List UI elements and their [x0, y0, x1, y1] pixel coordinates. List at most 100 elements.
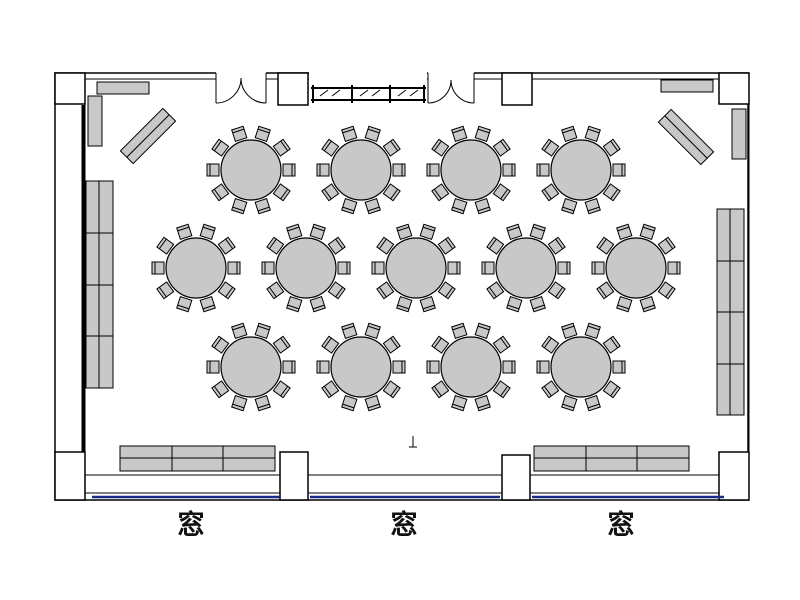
round-table-r3-3[interactable]	[426, 322, 516, 412]
chair[interactable]	[541, 138, 560, 157]
chair[interactable]	[561, 197, 578, 215]
chair[interactable]	[451, 394, 468, 412]
chair[interactable]	[272, 138, 291, 157]
chair[interactable]	[492, 380, 511, 399]
chair[interactable]	[431, 138, 450, 157]
chair[interactable]	[584, 197, 601, 215]
chair[interactable]	[341, 125, 358, 143]
chair[interactable]	[561, 394, 578, 412]
chair[interactable]	[657, 236, 676, 255]
chair[interactable]	[382, 183, 401, 202]
chair[interactable]	[364, 197, 381, 215]
chair[interactable]	[217, 236, 236, 255]
chair[interactable]	[529, 295, 546, 313]
chair[interactable]	[561, 322, 578, 340]
counter-right-vertical[interactable]	[731, 108, 747, 160]
counter-top-left[interactable]	[96, 81, 150, 95]
chair[interactable]	[616, 223, 633, 241]
chair[interactable]	[382, 138, 401, 157]
chair[interactable]	[396, 295, 413, 313]
chair[interactable]	[376, 281, 395, 300]
round-table-r3-1[interactable]	[206, 322, 296, 412]
chair[interactable]	[502, 360, 516, 374]
round-table-r2-4[interactable]	[481, 223, 571, 313]
chair[interactable]	[321, 183, 340, 202]
chair[interactable]	[364, 125, 381, 143]
chair[interactable]	[547, 236, 566, 255]
chair[interactable]	[266, 281, 285, 300]
chair[interactable]	[451, 125, 468, 143]
chair[interactable]	[254, 125, 271, 143]
chair[interactable]	[451, 322, 468, 340]
chair[interactable]	[231, 125, 248, 143]
chair[interactable]	[437, 281, 456, 300]
chair[interactable]	[616, 295, 633, 313]
table-top[interactable]	[330, 336, 392, 398]
chair[interactable]	[502, 163, 516, 177]
chair[interactable]	[474, 125, 491, 143]
chair[interactable]	[364, 394, 381, 412]
door-swing-right[interactable]	[240, 77, 267, 104]
round-table-r3-4[interactable]	[536, 322, 626, 412]
chair[interactable]	[176, 223, 193, 241]
chair[interactable]	[286, 295, 303, 313]
chair[interactable]	[431, 335, 450, 354]
chair[interactable]	[596, 281, 615, 300]
chair[interactable]	[584, 125, 601, 143]
chair[interactable]	[474, 322, 491, 340]
chair[interactable]	[316, 360, 330, 374]
round-table-r1-3[interactable]	[426, 125, 516, 215]
chair[interactable]	[474, 197, 491, 215]
chair[interactable]	[231, 322, 248, 340]
chair[interactable]	[382, 335, 401, 354]
chair[interactable]	[211, 183, 230, 202]
chair[interactable]	[584, 322, 601, 340]
chair[interactable]	[316, 163, 330, 177]
chair[interactable]	[591, 261, 605, 275]
chair[interactable]	[211, 138, 230, 157]
chair[interactable]	[261, 261, 275, 275]
chair[interactable]	[199, 295, 216, 313]
table-top[interactable]	[220, 139, 282, 201]
chair[interactable]	[392, 360, 406, 374]
chair[interactable]	[376, 236, 395, 255]
table-top[interactable]	[495, 237, 557, 299]
chair[interactable]	[327, 236, 346, 255]
chair[interactable]	[206, 360, 220, 374]
chair[interactable]	[156, 281, 175, 300]
round-table-r3-2[interactable]	[316, 322, 406, 412]
chair[interactable]	[492, 138, 511, 157]
round-table-r2-1[interactable]	[151, 223, 241, 313]
chair[interactable]	[392, 163, 406, 177]
chair[interactable]	[536, 360, 550, 374]
chair[interactable]	[341, 197, 358, 215]
chair[interactable]	[199, 223, 216, 241]
round-table-r1-4[interactable]	[536, 125, 626, 215]
chair[interactable]	[321, 380, 340, 399]
chair[interactable]	[321, 138, 340, 157]
door-swing-left[interactable]	[215, 77, 242, 104]
chair[interactable]	[309, 223, 326, 241]
chair[interactable]	[419, 223, 436, 241]
chair[interactable]	[419, 295, 436, 313]
chair[interactable]	[506, 295, 523, 313]
counter-left-vertical[interactable]	[87, 95, 103, 147]
round-table-r1-2[interactable]	[316, 125, 406, 215]
chair[interactable]	[541, 380, 560, 399]
chair[interactable]	[639, 295, 656, 313]
chair[interactable]	[396, 223, 413, 241]
chair[interactable]	[481, 261, 495, 275]
chair[interactable]	[529, 223, 546, 241]
chair[interactable]	[254, 197, 271, 215]
chair[interactable]	[602, 183, 621, 202]
chair[interactable]	[337, 261, 351, 275]
table-top[interactable]	[165, 237, 227, 299]
chair[interactable]	[176, 295, 193, 313]
table-top[interactable]	[220, 336, 282, 398]
table-top[interactable]	[440, 139, 502, 201]
chair[interactable]	[536, 163, 550, 177]
chair[interactable]	[596, 236, 615, 255]
chair[interactable]	[426, 163, 440, 177]
chair[interactable]	[321, 335, 340, 354]
chair[interactable]	[272, 183, 291, 202]
